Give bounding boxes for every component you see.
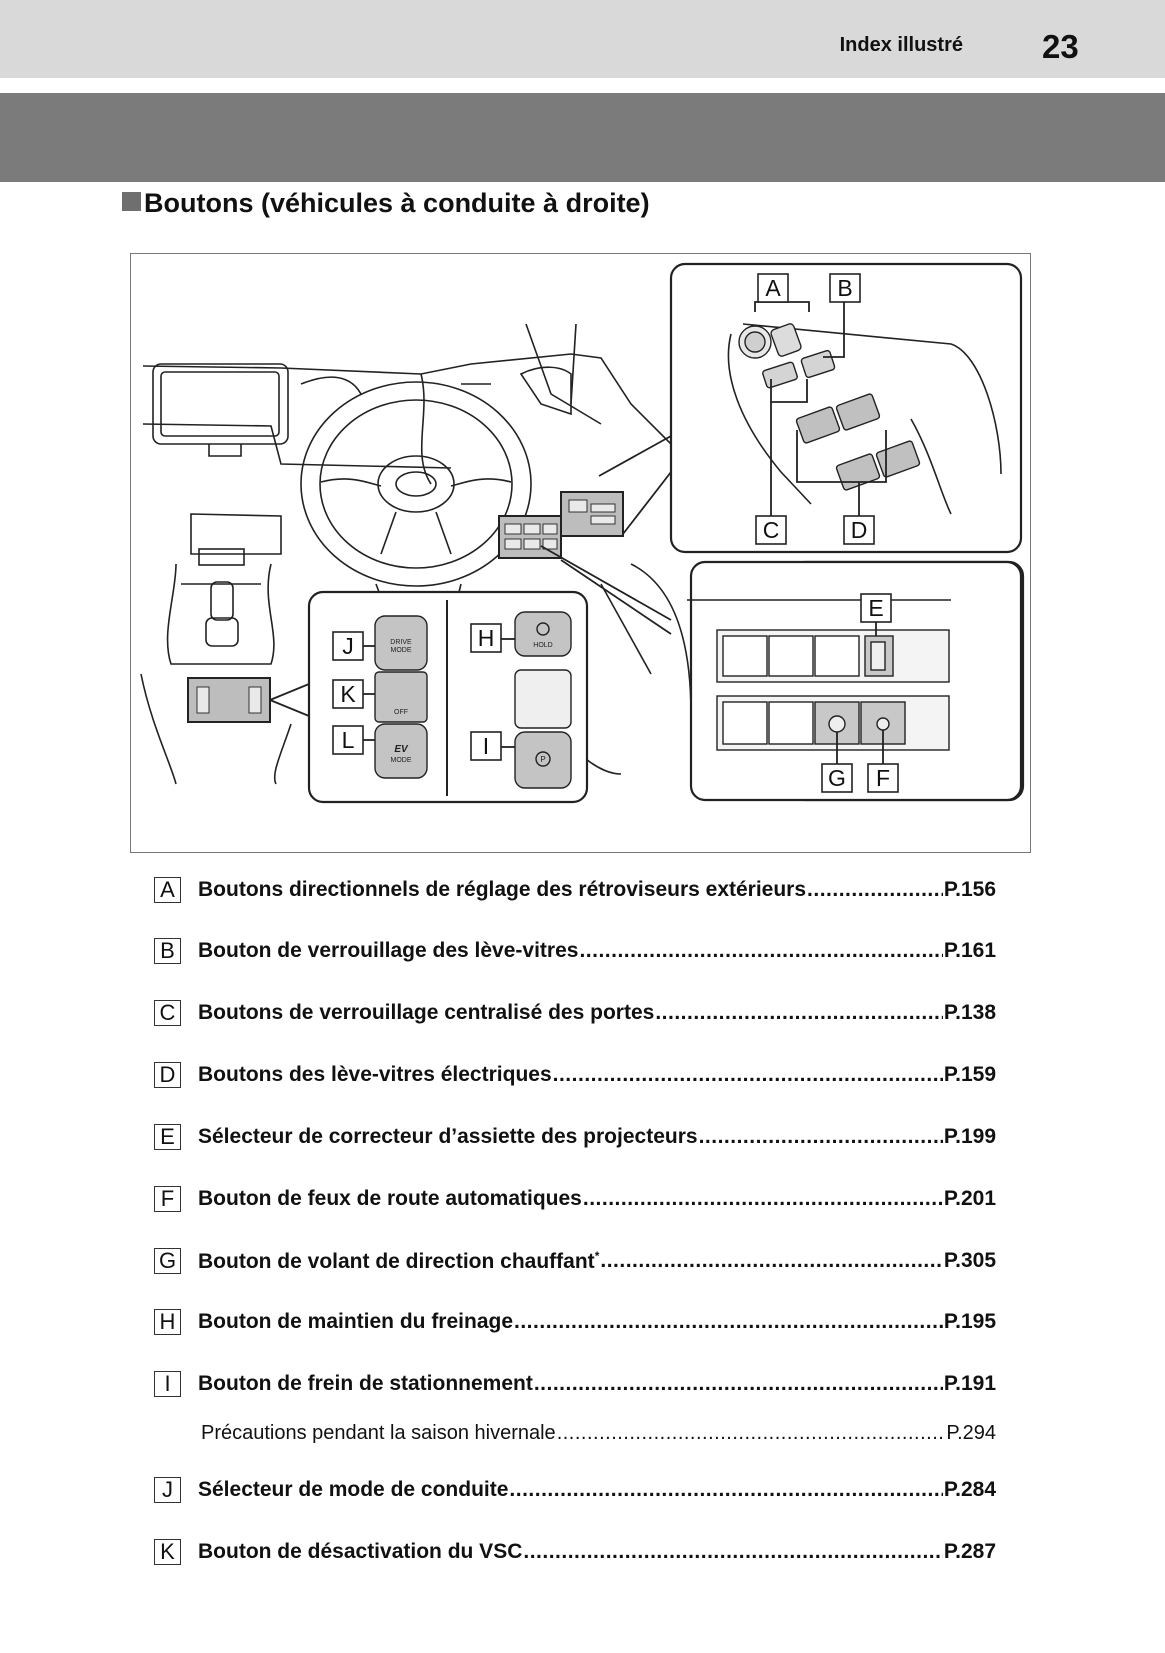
callout-j: J [332, 631, 364, 661]
list-item[interactable]: G Bouton de volant de direction chauffant… [154, 1246, 996, 1276]
ev-label-line1: EV [394, 744, 409, 755]
entry-letter: F [154, 1186, 181, 1212]
entry-page: P.294 [946, 1421, 996, 1444]
entry-label: Bouton de frein de stationnement [198, 1372, 533, 1395]
dashboard-illustration: DRIVE MODE OFF EV MODE HOLD P A B C D E … [130, 253, 1031, 853]
entry-letter: B [154, 938, 181, 964]
entry-page: P.161 [943, 939, 996, 962]
entry-letter: E [154, 1124, 181, 1150]
entry-letter: A [154, 877, 181, 903]
entry-label: Boutons directionnels de réglage des rét… [198, 878, 807, 901]
page-number: 23 [1042, 28, 1079, 65]
svg-text:E: E [868, 595, 883, 621]
header-bar: Index illustré 23 [0, 0, 1165, 78]
callout-l: L [332, 725, 364, 755]
entry-label: Boutons de verrouillage centralisé des p… [198, 1001, 655, 1024]
page-title-text: Boutons (véhicules à conduite à droite) [144, 188, 650, 218]
list-item[interactable]: I Bouton de frein de stationnement P.191 [154, 1369, 996, 1399]
list-item[interactable]: J Sélecteur de mode de conduite P.284 [154, 1475, 996, 1505]
list-item[interactable]: E Sélecteur de correcteur d’assiette des … [154, 1122, 996, 1152]
callout-k: K [332, 679, 364, 709]
entry-page: P.201 [943, 1187, 996, 1210]
callout-b: B [829, 273, 861, 303]
entry-page: P.195 [943, 1310, 996, 1333]
svg-text:H: H [478, 625, 495, 651]
entry-label: Sélecteur de mode de conduite [198, 1478, 509, 1501]
entry-label: Bouton de feux de route automatiques [198, 1187, 582, 1210]
callout-f: F [867, 763, 899, 793]
drive-mode-label-line2: MODE [391, 647, 412, 654]
callout-h: H [470, 623, 502, 653]
entry-letter: D [154, 1062, 181, 1088]
svg-text:G: G [828, 765, 846, 791]
svg-text:F: F [876, 765, 890, 791]
entry-letter: J [154, 1477, 181, 1503]
square-bullet-icon [122, 192, 141, 211]
hold-label: HOLD [533, 642, 552, 649]
entry-label: Bouton de volant de direction chauffant [198, 1249, 595, 1273]
svg-text:C: C [763, 517, 780, 543]
list-item[interactable]: F Bouton de feux de route automatiques P.2… [154, 1184, 996, 1214]
list-item[interactable]: H Bouton de maintien du freinage P.195 [154, 1307, 996, 1337]
entry-page: P.287 [943, 1540, 996, 1563]
entry-label: Précautions pendant la saison hivernale [201, 1421, 556, 1444]
entry-label: Bouton de maintien du freinage [198, 1310, 514, 1333]
svg-text:J: J [342, 633, 354, 659]
vsc-off-label: OFF [394, 709, 408, 716]
page-title: Boutons (véhicules à conduite à droite) [122, 188, 650, 219]
ev-label-line2: MODE [391, 757, 412, 764]
section-label: Index illustré [839, 34, 963, 56]
svg-text:B: B [837, 275, 852, 301]
footnote-marker: * [594, 1248, 600, 1263]
callout-d: D [843, 515, 875, 545]
entry-page: P.199 [943, 1125, 996, 1148]
entry-label: Boutons des lève-vitres électriques [198, 1063, 552, 1086]
entry-page: P.156 [943, 878, 996, 901]
svg-text:D: D [851, 517, 868, 543]
chapter-band [0, 93, 1165, 182]
entry-page: P.159 [943, 1063, 996, 1086]
entry-page: P.138 [943, 1001, 996, 1024]
list-item[interactable]: Précautions pendant la saison hivernale P… [154, 1418, 996, 1448]
svg-text:I: I [483, 733, 489, 759]
entry-label: Sélecteur de correcteur d’assiette des p… [198, 1125, 698, 1148]
callout-i: I [470, 731, 502, 761]
svg-text:K: K [340, 681, 356, 707]
entry-label: Bouton de verrouillage des lève-vitres [198, 939, 579, 962]
entry-page: P.305 [943, 1249, 996, 1272]
svg-text:L: L [342, 727, 355, 753]
list-item[interactable]: A Boutons directionnels de réglage des ré… [154, 875, 996, 905]
svg-text:A: A [765, 275, 781, 301]
entry-letter: G [154, 1248, 181, 1274]
entry-page: P.284 [943, 1478, 996, 1501]
callout-e: E [860, 593, 892, 623]
entry-letter: I [154, 1371, 181, 1397]
callout-g: G [821, 763, 853, 793]
callout-c: C [755, 515, 787, 545]
parking-label: P [540, 755, 545, 764]
list-item[interactable]: K Bouton de désactivation du VSC P.287 [154, 1537, 996, 1567]
entry-letter: K [154, 1539, 181, 1565]
list-item[interactable]: B Bouton de verrouillage des lève-vitres P… [154, 936, 996, 966]
entry-letter: C [154, 1000, 181, 1026]
entry-letter: H [154, 1309, 181, 1335]
drive-mode-label-line1: DRIVE [390, 639, 412, 646]
entry-page: P.191 [943, 1372, 996, 1395]
callout-a: A [757, 273, 789, 303]
entry-label: Bouton de désactivation du VSC [198, 1540, 523, 1563]
list-item[interactable]: C Boutons de verrouillage centralisé des … [154, 998, 996, 1028]
list-item[interactable]: D Boutons des lève-vitres électriques P.15… [154, 1060, 996, 1090]
